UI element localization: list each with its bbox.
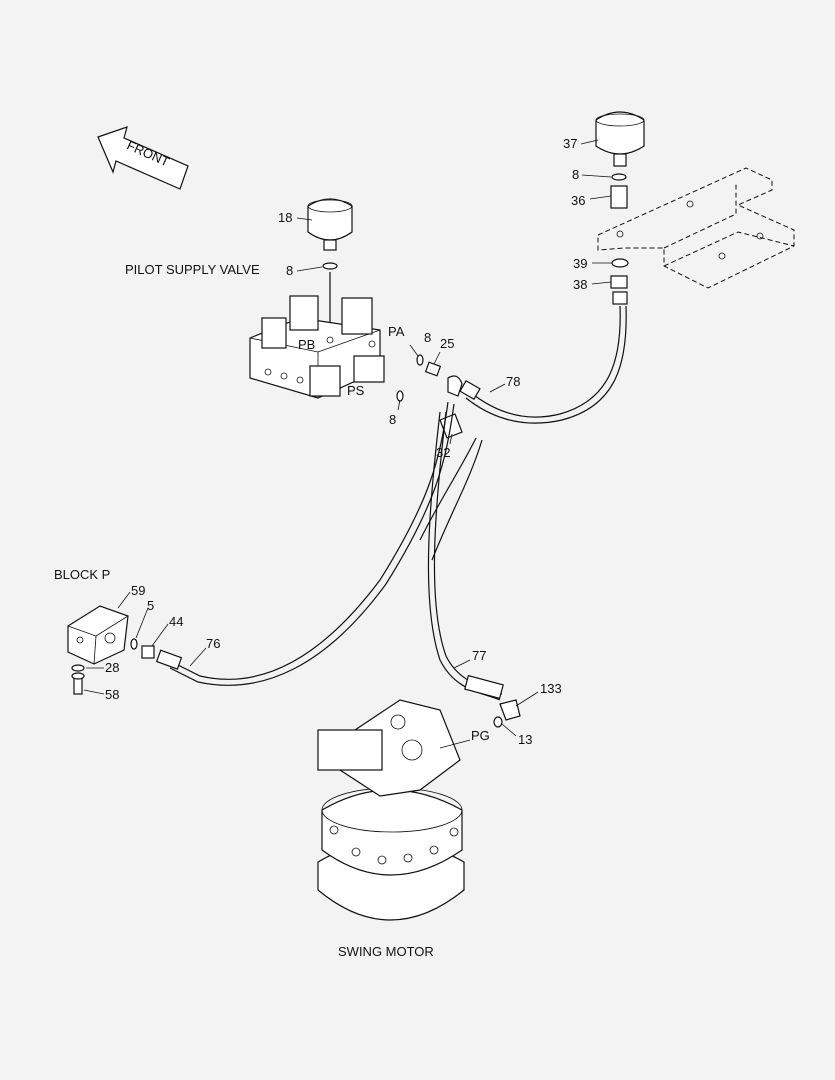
swing-motor xyxy=(317,699,465,921)
callout-18: 18 xyxy=(278,210,292,225)
callout-8: 8 xyxy=(286,263,293,278)
callout-28: 28 xyxy=(105,660,119,675)
callout-58: 58 xyxy=(105,687,119,702)
callout-36: 36 xyxy=(571,193,585,208)
callout-38: 38 xyxy=(573,277,587,292)
hose-77 xyxy=(427,411,521,728)
hose-78 xyxy=(459,305,627,424)
callout-133: 133 xyxy=(540,681,562,696)
callout-13: 13 xyxy=(518,732,532,747)
callout-77: 77 xyxy=(472,648,486,663)
pilot-supply-valve xyxy=(249,295,385,399)
mounting-bracket xyxy=(597,167,795,289)
swing-motor-label: SWING MOTOR xyxy=(338,944,434,959)
callout-37: 37 xyxy=(563,136,577,151)
callout-8: 8 xyxy=(424,330,431,345)
port-pb-label: PB xyxy=(298,337,315,352)
leader-lines xyxy=(83,139,612,749)
block-p xyxy=(67,605,155,695)
callout-39: 39 xyxy=(573,256,587,271)
port-ps-label: PS xyxy=(347,383,365,398)
callout-76: 76 xyxy=(206,636,220,651)
block-p-label: BLOCK P xyxy=(54,567,110,582)
pilot-supply-valve-label: PILOT SUPPLY VALVE xyxy=(125,262,260,277)
callout-78: 78 xyxy=(506,374,520,389)
valve-fittings xyxy=(396,354,463,439)
callout-8: 8 xyxy=(389,412,396,427)
callout-59: 59 xyxy=(131,583,145,598)
callout-32: 32 xyxy=(436,445,450,460)
callout-25: 25 xyxy=(440,336,454,351)
accumulator-37 xyxy=(595,111,645,305)
callout-5: 5 xyxy=(147,598,154,613)
front-arrow: FRONT xyxy=(97,126,189,190)
callout-44: 44 xyxy=(169,614,183,629)
port-pg-label: PG xyxy=(471,728,490,743)
callout-8: 8 xyxy=(572,167,579,182)
port-pa-label: PA xyxy=(388,324,405,339)
hose-76 xyxy=(155,401,477,686)
